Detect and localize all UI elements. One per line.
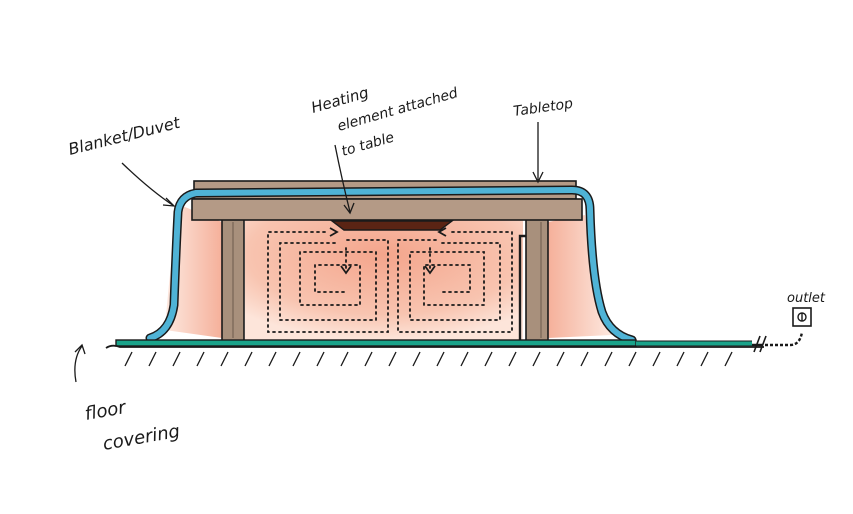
leader-arrows bbox=[74, 122, 544, 383]
floor-line bbox=[105, 344, 764, 349]
label-covering: covering bbox=[101, 421, 181, 455]
label-blanket-duvet: Blanket/Duvet bbox=[66, 113, 182, 159]
flow-arrowheads bbox=[329, 227, 447, 275]
table-apron bbox=[191, 198, 583, 221]
heating-element bbox=[329, 220, 455, 231]
table-leg-right bbox=[525, 217, 549, 343]
label-tabletop: Tabletop bbox=[512, 96, 574, 120]
label-heating-line3: to table bbox=[340, 130, 396, 160]
convection-flow-left bbox=[267, 231, 389, 333]
floor-covering bbox=[115, 339, 637, 347]
outlet-icon bbox=[792, 307, 812, 327]
convection-flow-right bbox=[397, 231, 513, 333]
floor-hatching bbox=[124, 351, 733, 367]
heated-air-center bbox=[245, 218, 523, 340]
label-floor: floor bbox=[83, 397, 129, 425]
label-outlet: outlet bbox=[787, 291, 826, 306]
